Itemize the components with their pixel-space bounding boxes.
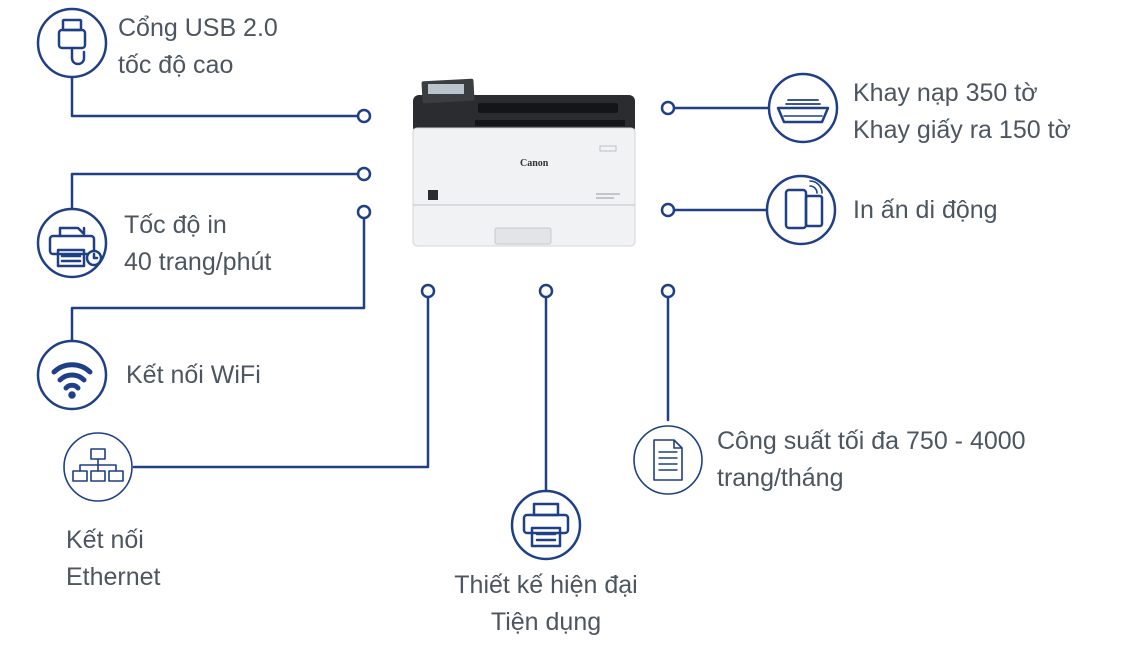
usb-label: Cổng USB 2.0 tốc độ cao	[118, 10, 278, 84]
paper-tray-icon	[767, 72, 839, 144]
mobile-label: In ấn di động	[853, 192, 998, 229]
connector-dot-usb	[356, 108, 372, 124]
connector-dot-mobile	[660, 202, 676, 218]
duty-label: Công suất tối đa 750 - 4000 trang/tháng	[717, 423, 1026, 497]
connector-wifi	[70, 217, 366, 344]
usb-label-line2: tốc độ cao	[118, 51, 234, 79]
mobile-devices-icon	[765, 174, 837, 246]
tray-label-line1: Khay nạp 350 tờ	[853, 79, 1038, 107]
speed-label-line1: Tốc độ in	[124, 211, 227, 239]
connector-ethernet	[132, 296, 430, 469]
wifi-label: Kết nối WiFi	[126, 357, 261, 394]
network-icon	[63, 432, 133, 502]
connector-speed	[70, 172, 359, 210]
printer-illustration: Canon	[412, 78, 636, 247]
mobile-label-line1: In ấn di động	[853, 196, 998, 224]
ethernet-label: Kết nối Ethernet	[66, 522, 161, 596]
connector-dot-design	[538, 283, 554, 299]
ethernet-label-line1: Kết nối	[66, 526, 144, 554]
ethernet-label-line2: Ethernet	[66, 563, 161, 591]
usb-label-line1: Cổng USB 2.0	[118, 14, 278, 42]
connector-dot-wifi	[356, 204, 372, 220]
usb-plug-icon	[36, 7, 108, 79]
document-icon	[633, 425, 703, 495]
design-label: Thiết kế hiện đại Tiện dụng	[446, 567, 646, 641]
speed-label-line2: 40 trang/phút	[124, 248, 272, 276]
wifi-label-line1: Kết nối WiFi	[126, 361, 261, 389]
duty-label-line1: Công suất tối đa 750 - 4000	[717, 427, 1026, 455]
printer-icon	[510, 489, 582, 561]
tray-label: Khay nạp 350 tờ Khay giấy ra 150 tờ	[853, 75, 1071, 149]
printer-brand-label: Canon	[520, 158, 549, 169]
duty-label-line2: trang/tháng	[717, 464, 844, 492]
connector-dot-speed	[356, 166, 372, 182]
tray-label-line2: Khay giấy ra 150 tờ	[853, 116, 1071, 144]
connector-dot-ethernet	[420, 283, 436, 299]
connector-dot-tray	[660, 100, 676, 116]
printer-speed-icon	[36, 207, 108, 279]
wifi-icon	[36, 339, 108, 411]
design-label-line1: Thiết kế hiện đại	[454, 571, 638, 599]
connector-dot-duty	[660, 283, 676, 299]
speed-label: Tốc độ in 40 trang/phút	[124, 207, 271, 281]
connector-usb	[70, 76, 359, 118]
design-label-line2: Tiện dụng	[490, 608, 602, 636]
